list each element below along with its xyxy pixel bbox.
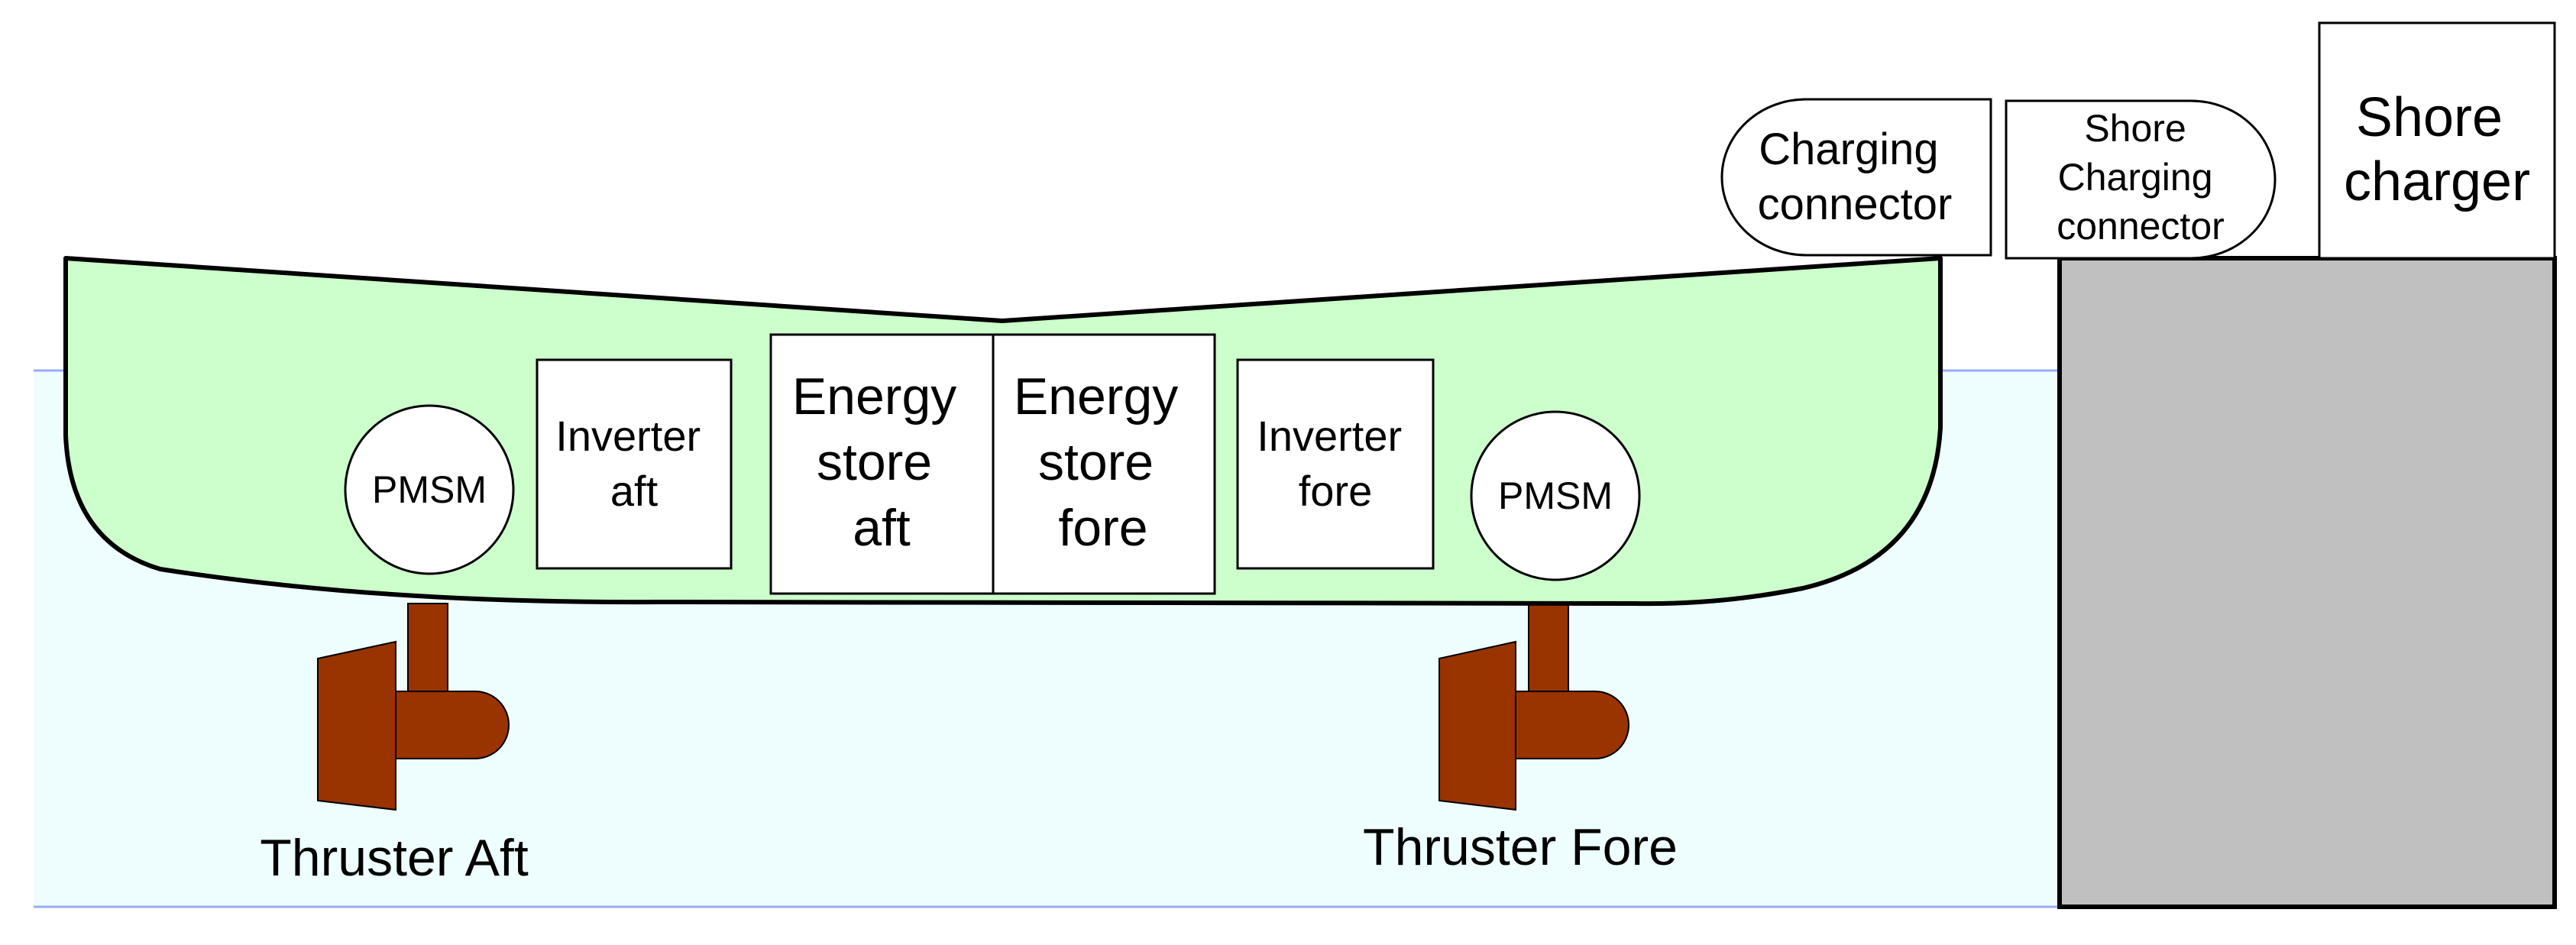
thruster-fore-pod xyxy=(1513,691,1629,759)
thruster-aft xyxy=(317,603,510,811)
thruster-fore xyxy=(1438,603,1629,811)
energy-store-fore-box xyxy=(992,333,1216,595)
charging-connector-shape xyxy=(1720,98,1992,257)
energy-store-fore-label: Energy store fore xyxy=(1014,367,1193,557)
pmsm-fore-circle xyxy=(1470,410,1641,581)
thruster-aft-shaft xyxy=(407,603,448,704)
thruster-aft-label: Thruster Aft xyxy=(260,829,529,887)
pmsm-aft-circle xyxy=(344,404,515,575)
dock xyxy=(2057,256,2557,909)
charging-connector-label: Charging connector xyxy=(1758,125,1953,229)
shore-charger-label: Shore charger xyxy=(2344,87,2530,212)
inverter-fore-label: Inverter fore xyxy=(1257,412,1413,515)
pmsm-fore-label: PMSM xyxy=(1498,474,1613,517)
thruster-fore-label: Thruster Fore xyxy=(1363,818,1678,876)
inverter-aft-label: Inverter aft xyxy=(555,412,712,515)
thruster-fore-propeller xyxy=(1438,640,1516,811)
shore-charging-connector-shape xyxy=(2005,99,2277,260)
shore-charger-box xyxy=(2318,21,2556,260)
inverter-aft-box xyxy=(536,358,733,570)
inverter-fore-box xyxy=(1236,358,1435,570)
shore-charging-connector-label: Shore Charging connector xyxy=(2057,107,2225,248)
energy-store-aft-label: Energy store aft xyxy=(792,367,971,557)
thruster-aft-propeller xyxy=(317,640,396,811)
energy-store-aft-box xyxy=(769,333,995,595)
thruster-aft-pod xyxy=(395,691,510,759)
pmsm-aft-label: PMSM xyxy=(372,468,487,511)
thruster-fore-shaft xyxy=(1528,603,1569,704)
